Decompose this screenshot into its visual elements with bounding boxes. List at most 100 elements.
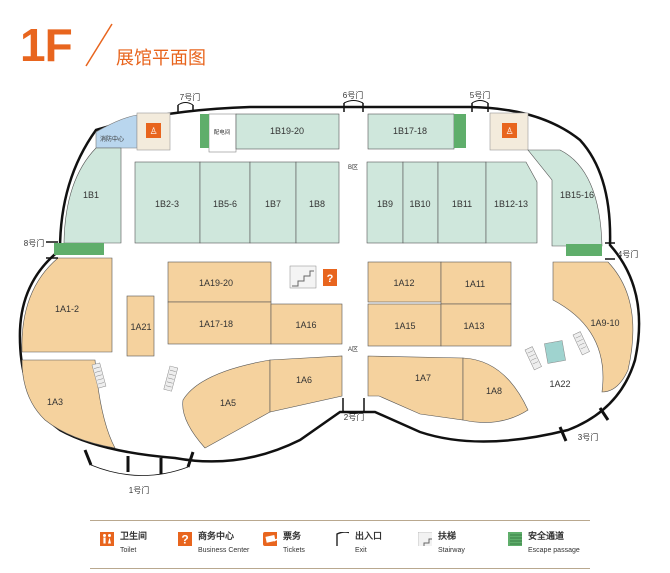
hall-1A12[interactable] xyxy=(367,261,442,303)
hall-1A3[interactable] xyxy=(21,359,116,449)
hall-1A17-18[interactable] xyxy=(167,301,272,345)
escalator-icon xyxy=(524,346,542,371)
escape-passage-e xyxy=(566,244,602,256)
hall-label: 1A1-2 xyxy=(55,304,79,314)
escape-passage-nw xyxy=(200,114,209,148)
toilet-icon-east xyxy=(502,123,517,138)
gate-8[interactable]: 8号门 xyxy=(24,238,58,259)
floor-map: 消防中心 ♙ 配电间 1B19-20 1B17-18 ♙ 1B1 1B2-3 1… xyxy=(18,90,641,495)
hall-label: 1B11 xyxy=(452,199,472,209)
hall-label: 1B15-16 xyxy=(560,190,594,200)
gate-label: 5号门 xyxy=(470,90,490,100)
hall-1A11[interactable] xyxy=(440,261,512,305)
hall-1A6[interactable] xyxy=(269,355,343,413)
hall-label: 1A6 xyxy=(296,375,312,385)
hall-label: 1B7 xyxy=(265,199,281,209)
hall-1B10[interactable] xyxy=(402,161,439,244)
hall-1A16[interactable] xyxy=(270,303,343,345)
hall-1B12-13[interactable] xyxy=(485,161,538,244)
hall-label: 1A17-18 xyxy=(199,319,233,329)
legend-sublabel: Business Center xyxy=(198,547,250,554)
legend-sublabel: Stairway xyxy=(438,547,465,554)
hall-1B8[interactable] xyxy=(295,161,340,244)
legend-escape: 安全通道 Escape passage xyxy=(508,532,580,556)
page-title: 展馆平面图 xyxy=(116,48,206,69)
hall-label: 1A3 xyxy=(47,397,63,407)
exhibit-feature xyxy=(544,340,566,364)
hall-label: 1B2-3 xyxy=(155,199,179,209)
hall-1A13[interactable] xyxy=(440,303,512,347)
hall-1B11[interactable] xyxy=(437,161,487,244)
gate-label: 7号门 xyxy=(180,92,200,102)
legend-label: 卫生间 xyxy=(120,532,148,542)
legend-sublabel: Tickets xyxy=(283,547,305,554)
hall-label: 1A11 xyxy=(465,279,485,289)
legend-label: 扶梯 xyxy=(438,532,457,542)
gate-1[interactable]: 1号门 xyxy=(83,449,195,495)
legend-sublabel: Escape passage xyxy=(528,547,580,554)
hall-label: 1A9-10 xyxy=(590,318,619,328)
hall-label: 1B5-6 xyxy=(213,199,237,209)
hall-1A9-10[interactable] xyxy=(552,261,634,393)
gate-label: 8号门 xyxy=(24,238,44,248)
hall-1B2-3[interactable] xyxy=(134,161,201,244)
toilet-icon xyxy=(100,532,114,546)
fire-center-label: 消防中心 xyxy=(100,135,124,143)
legend-stairway: 扶梯 Stairway xyxy=(418,532,465,556)
zone-a-label: A区 xyxy=(348,346,358,353)
hall-label: 1A5 xyxy=(220,398,236,408)
gate-4[interactable]: 4号门 xyxy=(605,242,638,260)
toilet-icon-west xyxy=(146,123,161,138)
gate-7[interactable]: 7号门 xyxy=(177,92,200,112)
hall-1A19-20[interactable] xyxy=(167,261,272,303)
hall-1A5[interactable] xyxy=(182,359,271,449)
gate-label: 1号门 xyxy=(129,485,149,495)
escalator-icon xyxy=(289,265,317,289)
svg-text:♙: ♙ xyxy=(505,126,513,136)
hall-label: 1A7 xyxy=(415,373,431,383)
hall-label: 1B9 xyxy=(377,199,393,209)
title-slash xyxy=(85,23,113,67)
gate-label: 2号门 xyxy=(344,412,364,422)
hall-label: 1B12-13 xyxy=(494,199,528,209)
hall-label: 1B8 xyxy=(309,199,325,209)
hall-1A1-2[interactable] xyxy=(21,257,113,353)
hall-label: 1A16 xyxy=(295,320,316,330)
legend-sublabel: Toilet xyxy=(120,547,137,554)
legend-bottom-rule xyxy=(90,568,590,569)
gate-2[interactable]: 2号门 xyxy=(342,398,365,422)
legend-label: 安全通道 xyxy=(528,532,565,542)
hall-label: 1A8 xyxy=(486,386,502,396)
hall-1B7[interactable] xyxy=(249,161,297,244)
gate-3[interactable]: 3号门 xyxy=(558,407,610,442)
hall-1B17-18[interactable] xyxy=(367,113,455,150)
hall-label: 1A22 xyxy=(549,379,570,389)
hall-1B19-20[interactable] xyxy=(235,113,340,150)
hall-label: 1A21 xyxy=(130,322,151,332)
exit-icon xyxy=(336,532,349,546)
legend-label: 出入口 xyxy=(355,532,383,542)
escalator-icon xyxy=(572,331,590,356)
hall-label: 1A19-20 xyxy=(199,278,233,288)
legend-label: 商务中心 xyxy=(198,532,235,542)
escape-passage-ne xyxy=(454,114,466,148)
escape-passage-w xyxy=(54,243,104,255)
business-center-icon[interactable] xyxy=(323,269,337,286)
hall-1A21[interactable] xyxy=(126,295,155,357)
svg-text:?: ? xyxy=(327,273,334,285)
hall-1B9[interactable] xyxy=(366,161,404,244)
gate-label: 3号门 xyxy=(578,432,598,442)
escalator-icon xyxy=(91,362,107,389)
gate-label: 4号门 xyxy=(618,249,638,259)
legend-sublabel: Exit xyxy=(355,547,367,554)
gate-5[interactable]: 5号门 xyxy=(470,90,490,112)
legend-top-rule xyxy=(90,520,590,521)
gate-6[interactable]: 6号门 xyxy=(343,90,364,112)
zone-b-label: B区 xyxy=(348,164,358,171)
hall-1A8[interactable] xyxy=(462,357,529,423)
escalator-icon xyxy=(418,532,432,546)
hall-1B5-6[interactable] xyxy=(199,161,251,244)
